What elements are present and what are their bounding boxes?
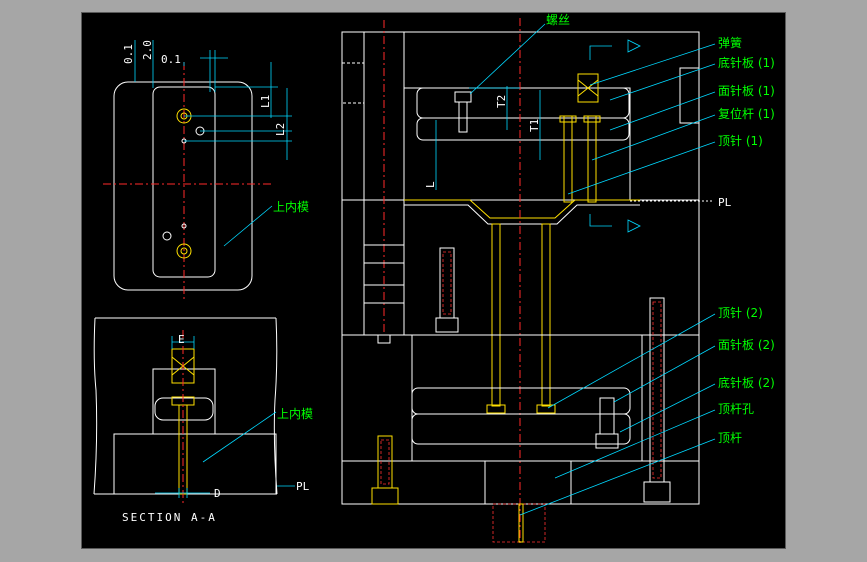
cavity-profile: [404, 199, 640, 219]
section-insert: [152, 368, 216, 435]
callouts: 螺丝 弹簧 底针板 (1) 面针板 (1) 复位杆 (1) 顶针 (1) 顶针 …: [469, 13, 775, 516]
dim-l: L: [424, 181, 437, 188]
dim-l2: L2: [274, 123, 287, 136]
label-screw: 螺丝: [546, 13, 570, 27]
main-assembly: T2 T1 L PL: [341, 18, 732, 545]
label-ejector-pin-1: 顶针 (1): [718, 133, 763, 148]
label-bottom-ejector-plate-1: 底针板 (1): [718, 55, 775, 70]
label-ejector-rod: 顶杆: [718, 431, 742, 445]
label-reset-rod-1: 复位杆 (1): [718, 106, 775, 121]
bolt-small: [599, 397, 615, 435]
ejector-plate-lower-2: [411, 387, 631, 415]
dim-0.1-horizontal: 0.1: [161, 53, 181, 66]
dim-t1: T1: [528, 119, 541, 132]
ejector-plate-upper-1: [416, 87, 630, 119]
bolt-upper: [439, 247, 455, 319]
dim-d: D: [214, 487, 221, 500]
bolt-lower-left: [377, 435, 393, 489]
ejector-pin-2-left: [491, 223, 501, 407]
hole-bottom: [176, 243, 192, 259]
dim-t2: T2: [495, 95, 508, 108]
dim-2.0: 2.0: [141, 40, 154, 60]
section-a-a: E D 上内模 PL SECTION A-A: [93, 317, 313, 524]
top-view-outer: [113, 81, 253, 291]
leader-upper-insert-2: [202, 411, 277, 463]
spring: [577, 73, 599, 103]
bolt-right: [649, 297, 665, 483]
label-ejector-pin-2: 顶针 (2): [718, 305, 763, 320]
screw-shank: [458, 101, 468, 133]
ejector-retainer-lower-2: [411, 413, 631, 445]
hole-bottom-small: [162, 231, 172, 241]
section-base-block: [113, 433, 277, 495]
label-ejector-rod-hole: 顶杆孔: [718, 402, 754, 416]
pl-section: PL: [296, 480, 310, 493]
leader-upper-insert-1: [223, 205, 273, 247]
screw-head: [454, 91, 472, 103]
ejector-pin-1: [563, 115, 573, 203]
ejector-rod-hole: [484, 460, 572, 505]
top-view: 0.1 2.0 0.1 L1 L2 上内模: [103, 40, 309, 300]
dim-l1: L1: [259, 95, 272, 108]
label-upper-insert-section: 上内模: [277, 407, 313, 421]
label-spring: 弹簧: [718, 35, 742, 50]
label-face-ejector-plate-2: 面针板 (2): [718, 337, 775, 352]
ejector-retainer-upper-1: [416, 117, 630, 141]
dim-0.1-vertical: 0.1: [122, 44, 135, 64]
label-upper-insert-top: 上内模: [273, 200, 309, 214]
dim-e: E: [178, 333, 185, 346]
label-bottom-ejector-plate-2: 底针板 (2): [718, 375, 775, 390]
cavity-plate: [341, 199, 700, 336]
ejector-pin-2-right: [541, 223, 551, 407]
label-face-ejector-plate-1: 面针板 (1): [718, 83, 775, 98]
pl-main: PL: [718, 196, 732, 209]
cad-drawing-canvas[interactable]: [81, 12, 786, 549]
section-caption: SECTION A-A: [122, 511, 217, 524]
